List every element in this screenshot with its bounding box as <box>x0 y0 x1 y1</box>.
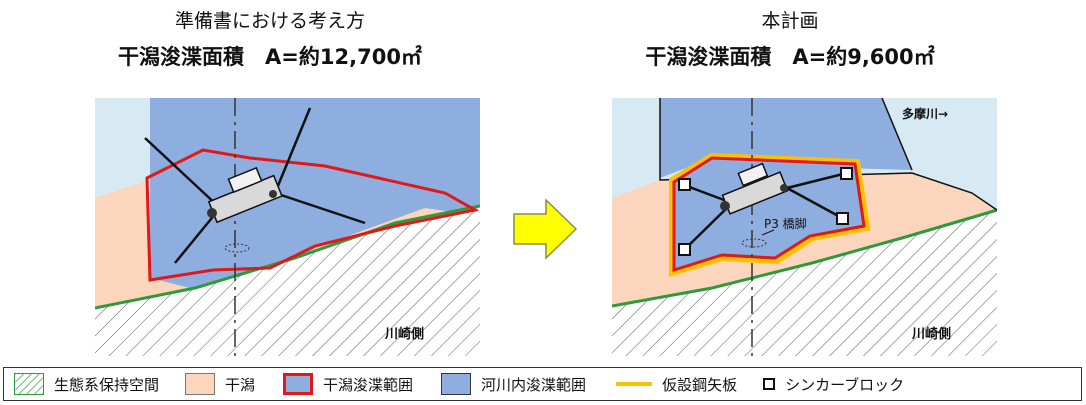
left-title: 干潟浚渫面積 A=約12,700㎡ <box>118 45 422 69</box>
legend-steel-sheet: 仮設鋼矢板 <box>616 374 737 395</box>
legend: 生態系保持空間 干潟 干潟浚渫範囲 河川内浚渫範囲 仮設鋼矢板 シンカーブロック <box>3 367 1082 401</box>
right-bottom-label: 川崎側 <box>911 326 951 342</box>
right-subtitle: 本計画 <box>761 10 819 32</box>
legend-tidal-flat-label: 干潟 <box>225 375 256 394</box>
dredge-range-boundary <box>672 156 866 273</box>
dredge-range-fill <box>674 158 864 270</box>
left-subtitle: 準備書における考え方 <box>174 10 365 32</box>
left-heading: 準備書における考え方 干潟浚渫面積 A=約12,700㎡ <box>100 6 440 71</box>
ecosystem-hatch-area <box>95 206 480 356</box>
legend-river-dredge: 河川内浚渫範囲 <box>441 373 586 395</box>
legend-sinker-block: シンカーブロック <box>759 374 904 395</box>
river-dredge-area <box>150 98 480 288</box>
legend-tidal-flat: 干潟 <box>185 373 255 395</box>
hatch-swatch-icon <box>14 373 44 395</box>
ecosystem-boundary <box>95 204 480 310</box>
left-bottom-label: 川崎側 <box>384 326 424 342</box>
dredging-vessel-icon <box>720 162 789 215</box>
legend-ecosystem: 生態系保持空間 <box>14 373 159 395</box>
coastline <box>659 98 997 211</box>
river-label: 多摩川→ <box>902 106 948 121</box>
sheet-line-swatch-icon <box>616 382 653 386</box>
river-swatch-icon <box>441 373 472 395</box>
right-title: 干潟浚渫面積 A=約9,600㎡ <box>645 45 935 69</box>
legend-sinker-block-label: シンカーブロック <box>785 375 905 394</box>
transition-arrow-icon <box>513 198 578 260</box>
sinker-block-icons <box>678 167 853 256</box>
dredging-vessel-icon <box>207 166 283 224</box>
pier-marker <box>741 238 767 248</box>
right-heading: 本計画 干潟浚渫面積 A=約9,600㎡ <box>620 6 960 71</box>
legend-river-dredge-label: 河川内浚渫範囲 <box>481 375 587 394</box>
dredge-swatch-icon <box>283 373 314 395</box>
left-diagram: 川崎側 <box>95 98 480 356</box>
legend-dredge-range: 干潟浚渫範囲 <box>283 373 413 395</box>
dredge-range-boundary <box>145 148 480 282</box>
pier-marker <box>224 243 250 253</box>
legend-dredge-range-label: 干潟浚渫範囲 <box>323 375 414 394</box>
legend-ecosystem-label: 生態系保持空間 <box>54 375 160 394</box>
right-diagram: P3 橋脚 多摩川→ 川崎側 <box>612 98 997 356</box>
tidal-swatch-icon <box>185 373 216 395</box>
pier-label: P3 橋脚 <box>764 216 807 231</box>
steel-sheet-pile <box>669 152 871 278</box>
square-block-icon <box>763 378 776 390</box>
river-bank <box>881 98 913 171</box>
ecosystem-boundary <box>612 208 997 308</box>
legend-steel-sheet-label: 仮設鋼矢板 <box>662 375 738 394</box>
ecosystem-hatch-area <box>612 210 997 356</box>
pier-leader-line <box>761 229 775 236</box>
